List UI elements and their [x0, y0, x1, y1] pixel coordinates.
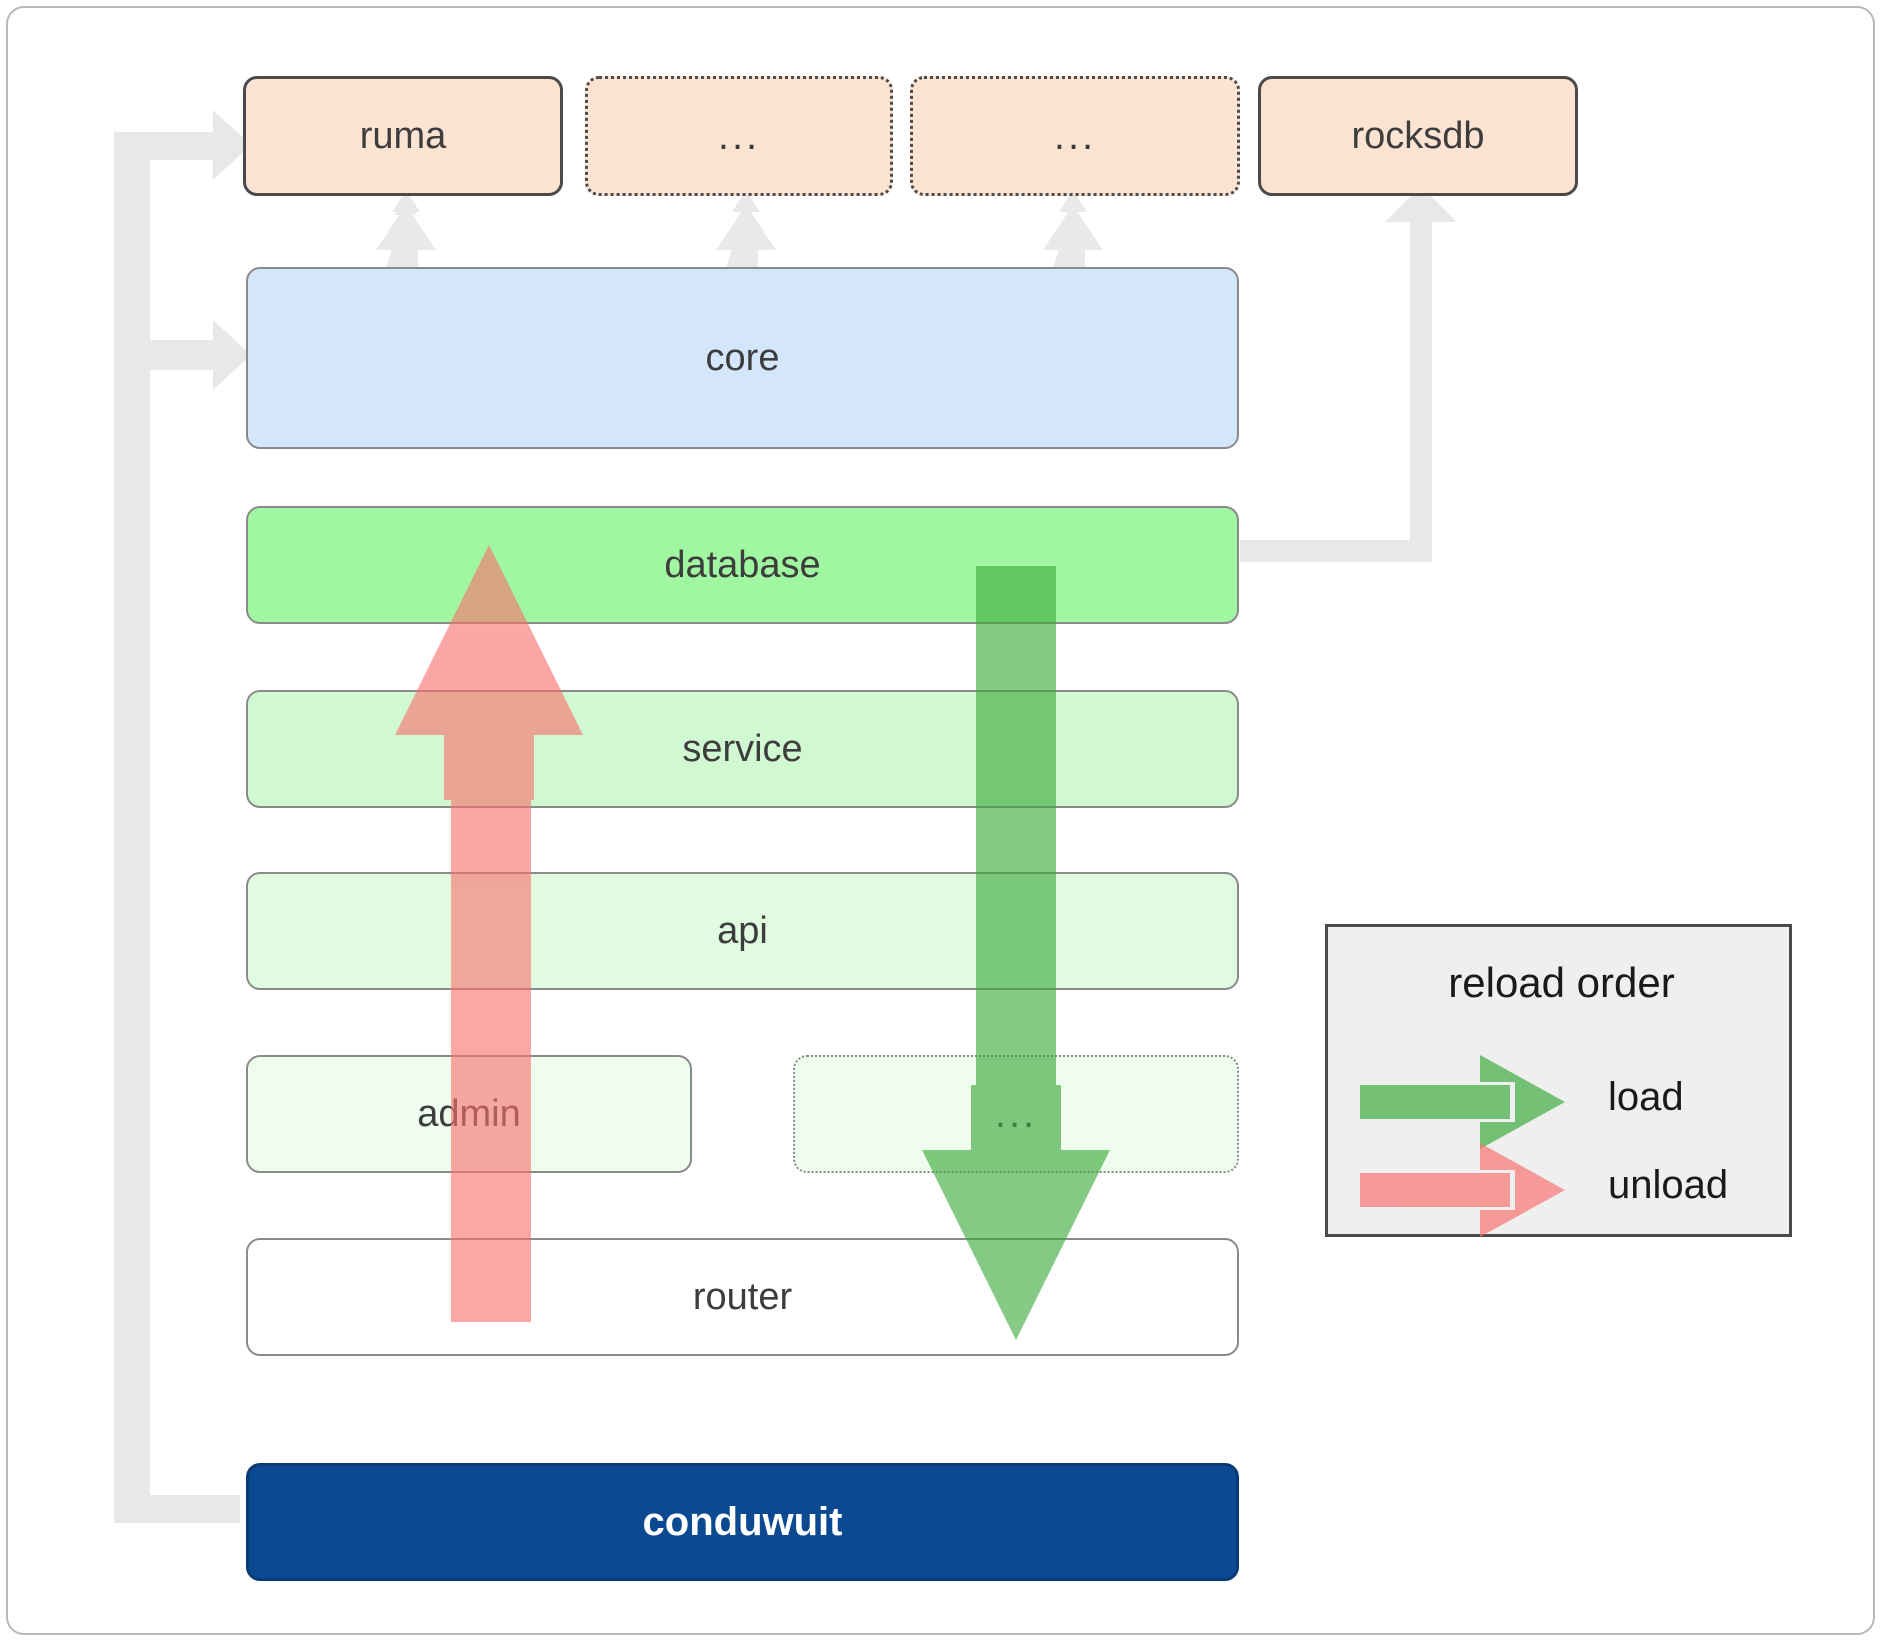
legend-row-unload: unload: [1328, 1143, 1795, 1237]
legend-load-arrow-icon: [1360, 1055, 1565, 1149]
dependency-label-ellipsis-1: ...: [717, 114, 761, 158]
application-box-conduwuit[interactable]: conduwuit: [246, 1463, 1239, 1581]
diagram-frame: [6, 6, 1875, 1635]
layer-box-database[interactable]: database: [246, 506, 1239, 624]
layer-label-core: core: [705, 336, 780, 379]
layer-label-api: api: [717, 909, 768, 952]
dependency-box-ruma[interactable]: ruma: [243, 76, 563, 196]
dependency-box-rocksdb[interactable]: rocksdb: [1258, 76, 1578, 196]
application-label-conduwuit: conduwuit: [642, 1499, 843, 1544]
dependency-box-ellipsis-2[interactable]: ...: [910, 76, 1240, 196]
layer-label-router: router: [692, 1275, 793, 1318]
layer-label-database: database: [664, 543, 821, 586]
layer-box-api[interactable]: api: [246, 872, 1239, 990]
legend-row-load: load: [1328, 1055, 1795, 1149]
legend-panel: reload order load unload: [1325, 924, 1792, 1237]
layer-label-ellipsis: ...: [994, 1092, 1038, 1136]
legend-label-load: load: [1608, 1075, 1684, 1119]
layer-box-router[interactable]: router: [246, 1238, 1239, 1356]
dependency-label-ruma: ruma: [359, 114, 447, 157]
legend-label-unload: unload: [1608, 1163, 1729, 1207]
layer-label-service: service: [682, 727, 803, 770]
layer-label-admin: admin: [417, 1092, 521, 1135]
legend-unload-arrow-icon: [1360, 1143, 1565, 1237]
layer-box-ellipsis[interactable]: ...: [793, 1055, 1239, 1173]
dependency-label-rocksdb: rocksdb: [1351, 114, 1485, 157]
dependency-box-ellipsis-1[interactable]: ...: [585, 76, 893, 196]
layer-box-core[interactable]: core: [246, 267, 1239, 449]
dependency-label-ellipsis-2: ...: [1053, 114, 1097, 158]
layer-box-service[interactable]: service: [246, 690, 1239, 808]
legend-title: reload order: [1448, 959, 1675, 1006]
layer-box-admin[interactable]: admin: [246, 1055, 692, 1173]
